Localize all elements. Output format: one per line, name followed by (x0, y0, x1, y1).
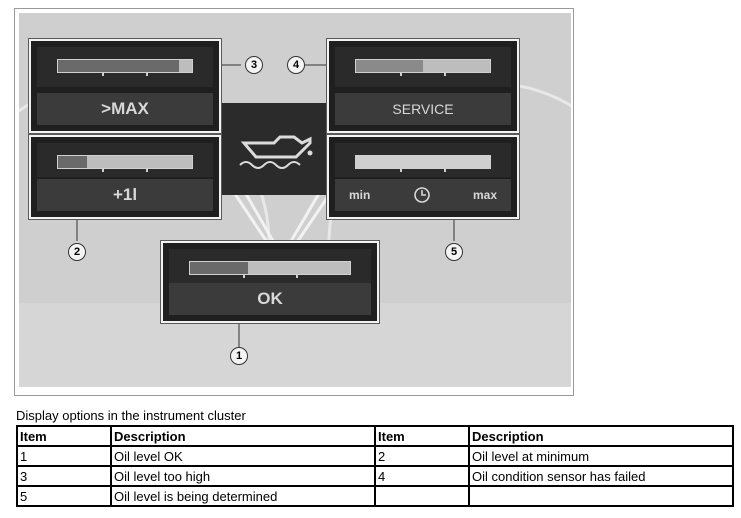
callout-1: 1 (230, 347, 248, 365)
oil-level-bar (57, 155, 193, 172)
oil-warning-panel (222, 103, 328, 195)
table-header-row: Item Description Item Description (16, 425, 734, 447)
clock-icon (413, 187, 430, 203)
table-cell: Oil level OK (110, 445, 376, 467)
oil-level-bar-area (37, 143, 213, 177)
oil-level-bar-area (169, 249, 371, 283)
table-cell: 3 (16, 465, 112, 487)
max-label: max (472, 188, 497, 202)
display-panel-minimum: +1l (29, 135, 221, 219)
callout-3: 3 (245, 56, 263, 74)
table-cell: Oil level is being determined (110, 485, 376, 507)
table-cell: Oil condition sensor has failed (468, 465, 734, 487)
table-cell: Oil level at minimum (468, 445, 734, 467)
display-panel-oil-too-high: >MAX (29, 39, 221, 133)
header-item: Item (374, 425, 470, 447)
table-row: 5 Oil level is being determined (16, 485, 734, 507)
panel-label-too-high: >MAX (37, 93, 213, 125)
legend-table: Item Description Item Description 1 Oil … (16, 425, 734, 507)
table-cell: Oil level too high (110, 465, 376, 487)
panel-label-determining: min max (335, 179, 511, 211)
table-cell (374, 485, 470, 507)
table-row: 3 Oil level too high 4 Oil condition sen… (16, 465, 734, 487)
panel-label-minimum: +1l (37, 179, 213, 211)
instrument-cluster-photo: >MAX SERVICE +1l (19, 13, 571, 387)
header-item: Item (16, 425, 112, 447)
table-cell (468, 485, 734, 507)
oil-level-bar-area (335, 47, 511, 87)
header-description: Description (110, 425, 376, 447)
table-cell: 5 (16, 485, 112, 507)
oil-level-bar-area (335, 143, 511, 177)
oil-can-icon (239, 135, 313, 169)
min-label: min (349, 188, 371, 202)
display-panel-service: SERVICE (327, 39, 519, 133)
header-description: Description (468, 425, 734, 447)
table-row: 1 Oil level OK 2 Oil level at minimum (16, 445, 734, 467)
table-cell: 1 (16, 445, 112, 467)
oil-level-bar (189, 261, 351, 278)
table-cell: 4 (374, 465, 470, 487)
callout-4: 4 (287, 56, 305, 74)
panel-label-ok: OK (169, 283, 371, 315)
callout-2: 2 (68, 243, 86, 261)
figure-caption: Display options in the instrument cluste… (16, 408, 246, 423)
table-cell: 2 (374, 445, 470, 467)
display-panel-determining: min max (327, 135, 519, 219)
instrument-cluster-figure: >MAX SERVICE +1l (14, 8, 574, 396)
callout-5: 5 (445, 243, 463, 261)
oil-level-bar (355, 155, 491, 172)
oil-level-bar (355, 59, 491, 76)
panel-label-service: SERVICE (335, 93, 511, 125)
oil-level-bar (57, 59, 193, 76)
oil-level-bar-area (37, 47, 213, 87)
display-panel-oil-ok: OK (161, 241, 379, 323)
